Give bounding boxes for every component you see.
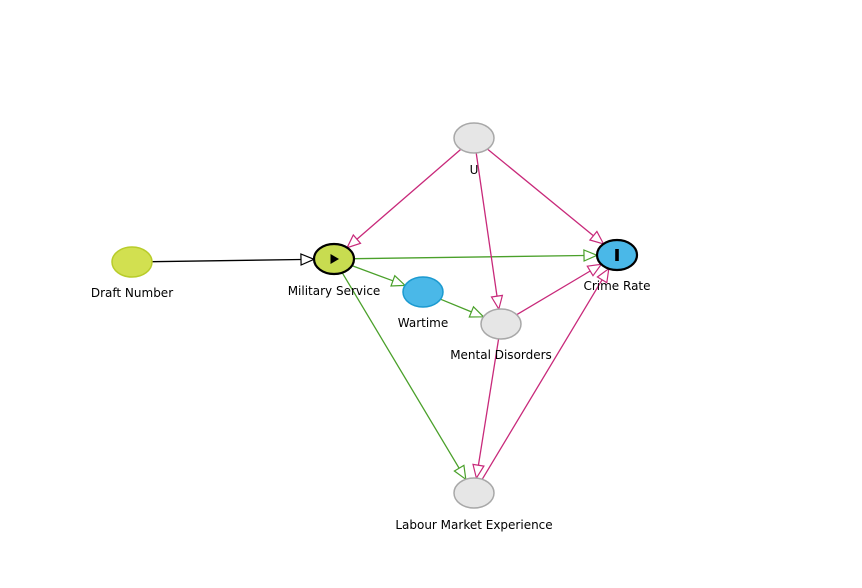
arrowhead-icon <box>468 305 485 318</box>
arrowhead-icon <box>300 253 316 266</box>
node-labour[interactable]: Labour Market Experience <box>395 477 553 532</box>
edge-line <box>353 254 585 260</box>
edge-line <box>475 152 498 297</box>
node-wartime[interactable]: Wartime <box>398 276 449 330</box>
edge-draft-to-military[interactable] <box>151 253 316 266</box>
edge-line <box>481 279 603 480</box>
edge-military-to-wartime[interactable] <box>351 264 407 287</box>
edge-line <box>487 148 594 237</box>
edge-line <box>341 272 460 469</box>
edge-line <box>151 258 302 263</box>
edge-line <box>477 338 500 466</box>
edge-u-to-military[interactable] <box>345 148 462 249</box>
edges-layer <box>151 148 610 481</box>
arrowhead-icon <box>588 230 605 245</box>
play-icon <box>330 254 339 264</box>
edge-u-to-crime[interactable] <box>487 148 605 245</box>
arrowhead-icon <box>490 294 504 311</box>
node-mental[interactable]: Mental Disorders <box>450 308 552 362</box>
bar-icon <box>615 249 619 261</box>
edge-military-to-crime[interactable] <box>353 249 599 262</box>
edge-military-to-labour[interactable] <box>341 272 467 481</box>
node-label: Wartime <box>398 316 449 330</box>
node-label: U <box>470 163 479 177</box>
node-crime[interactable]: Crime Rate <box>583 238 651 293</box>
edge-line <box>516 270 591 316</box>
node-ellipse[interactable] <box>453 122 495 154</box>
edge-line <box>351 264 394 282</box>
arrowhead-icon <box>345 233 362 249</box>
arrowhead-icon <box>472 463 485 480</box>
node-ellipse[interactable] <box>111 246 153 278</box>
node-ellipse[interactable] <box>480 308 522 340</box>
node-label: Draft Number <box>91 286 173 300</box>
node-label: Mental Disorders <box>450 348 552 362</box>
edge-u-to-mental[interactable] <box>475 152 504 311</box>
arrowhead-icon <box>586 263 603 277</box>
node-u[interactable]: U <box>453 122 495 177</box>
edge-line <box>440 298 472 313</box>
edge-line <box>356 148 462 240</box>
arrowhead-icon <box>453 464 467 481</box>
arrowhead-icon <box>596 267 610 284</box>
arrowhead-icon <box>583 249 599 262</box>
node-draft[interactable]: Draft Number <box>91 246 173 300</box>
node-military[interactable]: Military Service <box>288 242 381 298</box>
node-label: Crime Rate <box>583 279 650 293</box>
node-ellipse[interactable] <box>453 477 495 509</box>
node-ellipse[interactable] <box>402 276 444 308</box>
edge-mental-to-labour[interactable] <box>472 338 500 480</box>
edge-labour-to-crime[interactable] <box>481 267 610 480</box>
arrowhead-icon <box>390 274 407 287</box>
node-label: Military Service <box>288 284 381 298</box>
edge-mental-to-crime[interactable] <box>516 263 603 316</box>
edge-wartime-to-mental[interactable] <box>440 298 485 318</box>
node-label: Labour Market Experience <box>395 518 552 532</box>
